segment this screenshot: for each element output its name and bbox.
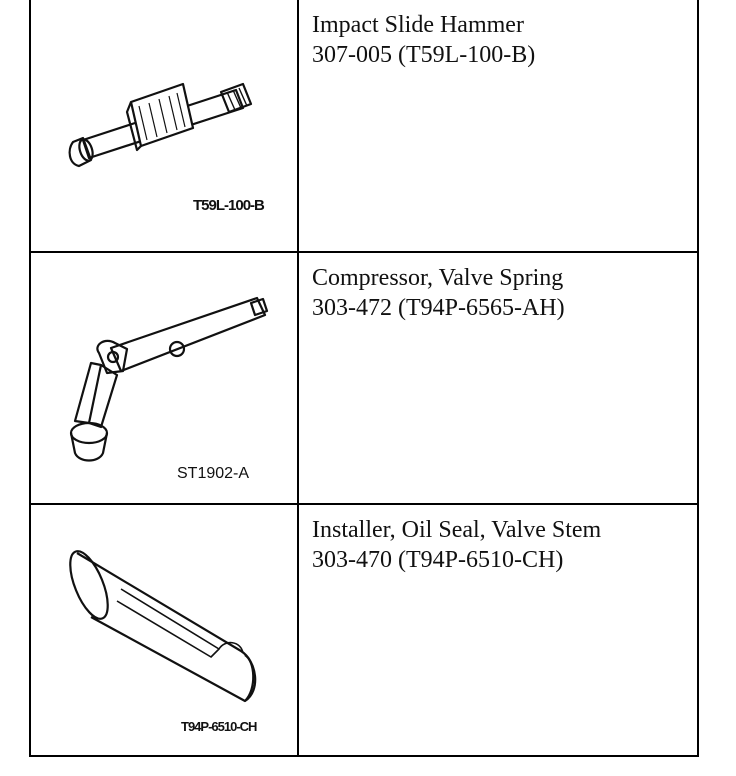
tool-image-label: T59L-100-B [193, 197, 265, 214]
tool-number: 303-472 (T94P-6565-AH) [312, 295, 565, 321]
tool-image-label: T94P-6510-CH [181, 719, 257, 734]
tool-row-valve-stem-seal-installer: T94P-6510-CH Installer, Oil Seal, Valve … [31, 505, 697, 755]
tool-name: Installer, Oil Seal, Valve Stem [312, 517, 602, 543]
slide-hammer-illustration [68, 82, 253, 168]
tool-image-label: ST1902-A [177, 465, 250, 482]
tool-name: Compressor, Valve Spring [312, 265, 564, 291]
tool-row-slide-hammer: T59L-100-B Impact Slide Hammer 307-005 (… [31, 0, 697, 253]
tool-row-valve-spring-compressor: ST1902-A Compressor, Valve Spring 303-47… [31, 253, 697, 505]
tool-description: Impact Slide Hammer 307-005 (T59L-100-B) [312, 10, 689, 70]
tool-image-cell: T94P-6510-CH [31, 505, 299, 755]
tool-name: Impact Slide Hammer [312, 12, 524, 38]
tool-image-cell: T59L-100-B [31, 0, 299, 251]
valve-spring-compressor-illustration [69, 296, 269, 462]
tool-description: Installer, Oil Seal, Valve Stem 303-470 … [312, 515, 689, 575]
tool-image-cell: ST1902-A [31, 253, 299, 503]
tool-number: 307-005 (T59L-100-B) [312, 42, 536, 68]
tool-description: Compressor, Valve Spring 303-472 (T94P-6… [312, 263, 689, 323]
special-tools-table: T59L-100-B Impact Slide Hammer 307-005 (… [29, 0, 699, 757]
tool-number: 303-470 (T94P-6510-CH) [312, 547, 564, 573]
valve-stem-seal-installer-illustration [69, 550, 257, 703]
